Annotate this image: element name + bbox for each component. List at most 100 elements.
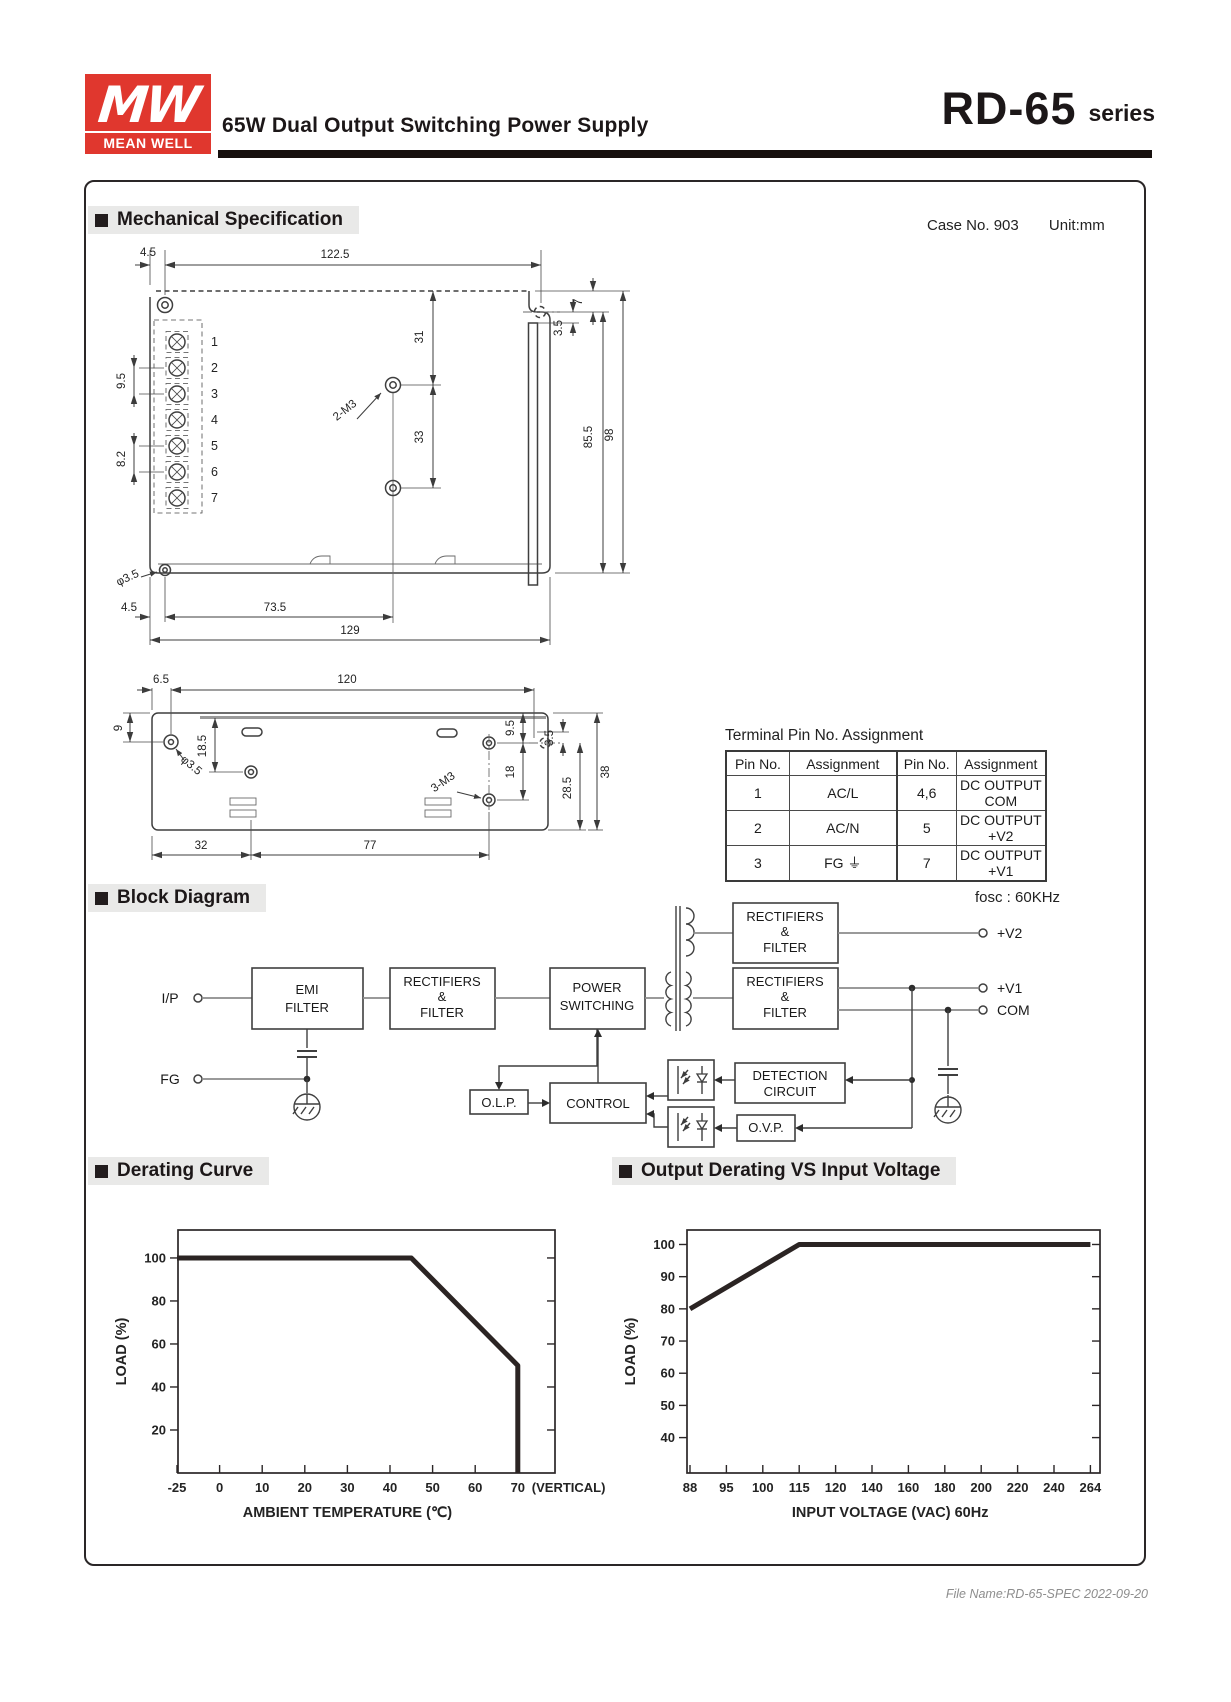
x-tick-label: 70 xyxy=(511,1480,525,1495)
section-heading-output-derating: Output Derating VS Input Voltage xyxy=(612,1157,957,1185)
svg-text:FILTER: FILTER xyxy=(763,1005,807,1020)
mounting-label: 3-M3 xyxy=(429,770,457,795)
feedback-wiring xyxy=(795,988,958,1132)
series-name: RD-65 xyxy=(941,83,1077,134)
pin-number: 7 xyxy=(211,491,218,505)
pin-number: 3 xyxy=(211,387,218,401)
x-tick-label: 140 xyxy=(861,1480,883,1495)
svg-text:FILTER: FILTER xyxy=(420,1005,464,1020)
cell: 2 xyxy=(725,810,790,846)
y-tick-label: 70 xyxy=(661,1334,675,1349)
dim-label: 3.5 xyxy=(553,320,565,336)
output-v2-label: +V2 xyxy=(997,925,1023,941)
dimensions: 6.5 120 9 18.5 9.5 18 3.5 28.5 xyxy=(113,674,612,860)
svg-text:FILTER: FILTER xyxy=(285,1000,329,1015)
cell: DC OUTPUT +V2 xyxy=(955,810,1047,846)
col-header: Assignment xyxy=(788,750,898,776)
svg-text:&: & xyxy=(781,989,790,1004)
dim-label: 7 xyxy=(573,299,585,305)
control-loop: O.L.P. CONTROL xyxy=(469,1029,668,1128)
x-tick-label: 50 xyxy=(425,1480,439,1495)
y-axis-label: LOAD (%) xyxy=(623,1318,639,1386)
bullet-square-icon xyxy=(95,891,108,905)
col-header: Assignment xyxy=(955,750,1047,776)
section-heading-label: Derating Curve xyxy=(117,1160,254,1181)
col-header: Pin No. xyxy=(895,750,957,776)
cell: FG ⏚ xyxy=(788,845,898,882)
dim-label: 4.5 xyxy=(140,247,156,259)
x-tick-label: 115 xyxy=(789,1480,810,1495)
svg-text:POWER: POWER xyxy=(572,980,621,995)
fg-label: FG xyxy=(160,1071,179,1087)
data-series-line xyxy=(688,1242,1091,1312)
y-tick-label: 100 xyxy=(653,1237,675,1252)
earth-ground-icon xyxy=(933,1095,962,1124)
page-title: 65W Dual Output Switching Power Supply xyxy=(222,114,649,137)
y-tick-label: 100 xyxy=(144,1250,166,1265)
dim-label: 31 xyxy=(414,331,426,344)
dim-label: 77 xyxy=(364,840,377,852)
dim-label: 33 xyxy=(414,431,426,444)
section-heading-label: Block Diagram xyxy=(117,887,251,908)
x-tick-label: 10 xyxy=(255,1480,269,1495)
y-capacitor xyxy=(297,1029,317,1093)
x-tick-label: 264 xyxy=(1080,1480,1102,1495)
cell: AC/L xyxy=(788,775,898,811)
dim-label: 4.5 xyxy=(121,602,137,614)
table-row: 3 FG ⏚ 7 DC OUTPUT +V1 xyxy=(725,845,1047,882)
case-number: Case No. 903 xyxy=(927,217,1019,234)
svg-text:RECTIFIERS: RECTIFIERS xyxy=(403,974,481,989)
x-axis-label: INPUT VOLTAGE (VAC) 60Hz xyxy=(792,1505,989,1521)
mounting-screws-3m3: 3-M3 xyxy=(244,734,496,810)
dim-label: 18 xyxy=(505,766,517,779)
pin-number: 6 xyxy=(211,465,218,479)
x-tick-label: 240 xyxy=(1043,1480,1065,1495)
pin-number: 1 xyxy=(211,335,218,349)
dim-label: 38 xyxy=(600,766,612,779)
dim-label: 9.5 xyxy=(505,720,517,736)
x-tick-label: -25 xyxy=(168,1480,187,1495)
dimensions: 4.5 122.5 7 3.5 31 33 85.5 98 xyxy=(116,247,630,645)
x-tick-label: 60 xyxy=(468,1480,482,1495)
series-title: RD-65 series xyxy=(941,86,1155,131)
logo-brand-text: MEAN WELL xyxy=(85,131,211,154)
series-suffix: series xyxy=(1088,100,1155,126)
unit-note: Unit:mm xyxy=(1048,217,1105,234)
detection-circuit-block: DETECTION CIRCUIT xyxy=(714,1062,846,1104)
x-tick-label: 40 xyxy=(383,1480,397,1495)
dim-label: 32 xyxy=(195,840,208,852)
rectifier-filter-block-v2: RECTIFIERS & FILTER xyxy=(732,902,839,964)
dim-label: 6.5 xyxy=(153,674,169,686)
fosc-note: fosc : 60KHz xyxy=(975,889,1061,906)
svg-text:&: & xyxy=(781,924,790,939)
section-heading-label: Output Derating VS Input Voltage xyxy=(641,1160,941,1181)
cell: 3 xyxy=(725,845,790,882)
input-terminals: I/P FG xyxy=(160,990,307,1087)
y-tick-label: 60 xyxy=(661,1366,675,1381)
x-tick-label: 100 xyxy=(752,1480,774,1495)
logo-mw-letters: MW xyxy=(95,76,201,134)
y-tick-label: 50 xyxy=(661,1398,675,1413)
dim-label: 8.2 xyxy=(116,451,128,467)
cell: 7 xyxy=(895,845,957,882)
dim-label: 120 xyxy=(337,674,356,686)
hole-diameter-label: φ3.5 xyxy=(115,568,141,589)
dim-label: 73.5 xyxy=(264,602,286,614)
output-com-label: COM xyxy=(997,1002,1030,1018)
optocoupler-icon xyxy=(667,1059,715,1101)
olp-label: O.L.P. xyxy=(481,1095,516,1110)
cell: 5 xyxy=(895,810,957,846)
x-tick-label: 95 xyxy=(719,1480,733,1495)
svg-text:FILTER: FILTER xyxy=(763,940,807,955)
emi-filter-block: EMI FILTER xyxy=(251,967,364,1030)
mechanical-drawing-top-view: 1 2 3 4 5 6 7 2-M3 φ3.5 4.5 xyxy=(115,247,630,645)
block-diagram: I/P FG EMI FILTER xyxy=(160,902,1030,1148)
y-tick-label: 90 xyxy=(661,1269,675,1284)
dim-label: 18.5 xyxy=(197,735,209,757)
x-tick-note: (VERTICAL) xyxy=(532,1480,606,1495)
output-terminals: +V2 +V1 COM xyxy=(838,925,1030,1018)
svg-text:DETECTION: DETECTION xyxy=(752,1068,827,1083)
dim-label: 9 xyxy=(113,725,125,731)
svg-text:O.V.P.: O.V.P. xyxy=(748,1120,783,1135)
